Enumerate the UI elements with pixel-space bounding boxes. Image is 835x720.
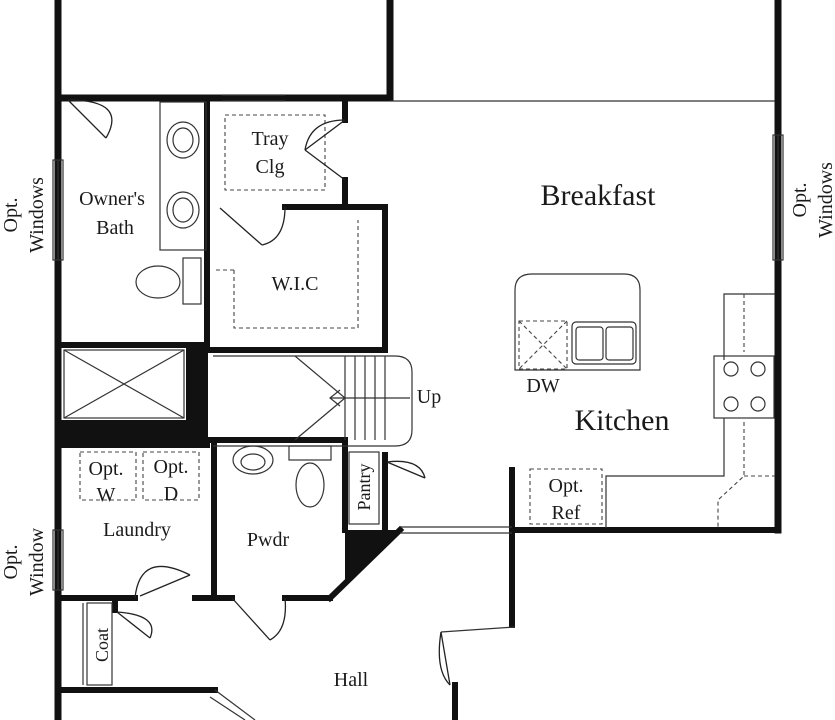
room-label-coat: Coat [92, 628, 112, 662]
window-label-left-top-2: Windows [26, 177, 48, 253]
room-label-wic: W.I.C [271, 273, 318, 295]
room-label-pantry: Pantry [354, 464, 374, 511]
pantry-corner-block [345, 530, 400, 580]
thin-lines [52, 94, 784, 720]
label-opt-ref-2: Ref [552, 502, 581, 524]
room-label-breakfast: Breakfast [541, 179, 657, 212]
label-up: Up [417, 386, 441, 408]
dashed-lines [79, 114, 775, 528]
label-opt-w-2: W [97, 484, 116, 506]
label-tray-2: Clg [256, 156, 285, 178]
window-label-left-top-1: Opt. [0, 198, 22, 233]
window-label-right-2: Windows [815, 162, 835, 238]
window-label-left-bottom-1: Opt. [0, 545, 22, 580]
label-opt-d-1: Opt. [154, 456, 189, 478]
room-label-owners-bath-2: Bath [96, 217, 134, 239]
window-label-left-bottom-2: Window [26, 527, 48, 596]
window-label-right-1: Opt. [789, 183, 811, 218]
laundry-wall-block [58, 420, 208, 448]
room-label-laundry: Laundry [103, 519, 171, 541]
shower-wall-block [186, 345, 208, 440]
label-opt-ref-1: Opt. [549, 475, 584, 497]
label-dw: DW [526, 375, 559, 397]
label-opt-d-2: D [164, 483, 178, 505]
doors [67, 99, 451, 686]
room-label-owners-bath-1: Owner's [79, 188, 145, 210]
label-opt-w-1: Opt. [89, 458, 124, 480]
label-tray-1: Tray [251, 128, 288, 150]
interior-walls [55, 95, 781, 720]
room-label-kitchen: Kitchen [575, 404, 670, 437]
room-label-hall: Hall [334, 669, 369, 691]
room-label-pwdr: Pwdr [247, 529, 290, 551]
